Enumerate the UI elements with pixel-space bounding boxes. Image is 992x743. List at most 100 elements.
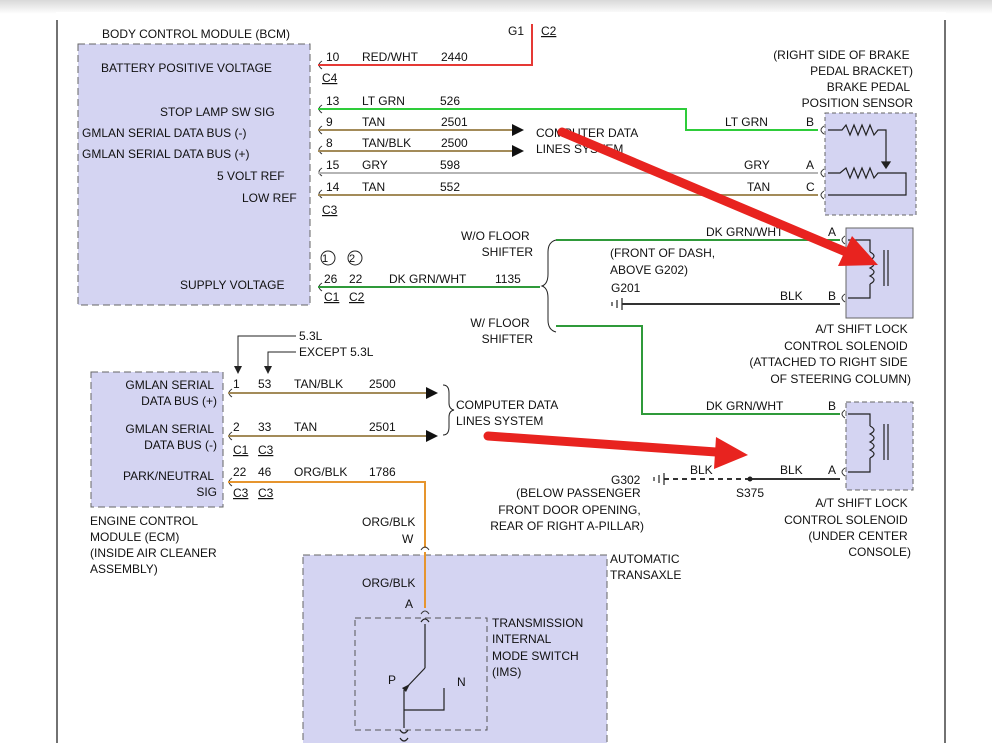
variant-except-5-3l: EXCEPT 5.3L — [299, 345, 374, 359]
upper-solenoid-pin-b: B — [828, 289, 836, 303]
bcm-pin-stop-lamp: STOP LAMP SW SIG — [160, 105, 275, 119]
arrow-ecm-data-minus — [426, 430, 438, 442]
wo-floor-shifter: W/O FLOOR SHIFTER — [461, 229, 533, 259]
brake-sensor-name: BRAKE PEDAL POSITION SENSOR — [802, 80, 914, 110]
lower-solenoid-wire-a: BLK — [780, 463, 803, 477]
brake-sensor-pin-a: A — [806, 158, 814, 172]
ims-position-p: P — [388, 673, 396, 687]
ecm-plus-pin2: 53 — [258, 377, 272, 391]
ecm-plus-circuit: 2500 — [369, 377, 396, 391]
bcm-title: BODY CONTROL MODULE (BCM) — [102, 27, 290, 41]
brake-sensor-wire-b: LT GRN — [725, 115, 768, 129]
wire-8-pin: 8 — [326, 136, 333, 150]
supply-pin-2: 22 — [349, 272, 363, 286]
lower-ground-location: (BELOW PASSENGER FRONT DOOR OPENING, REA… — [490, 486, 644, 533]
ecm-park-conn1: C3 — [233, 486, 249, 500]
wire-org-blk-1786 — [228, 481, 426, 548]
lower-solenoid-pin-a: A — [828, 463, 836, 477]
lower-solenoid-pin-b: B — [828, 399, 836, 413]
wire-9-color: TAN — [362, 115, 385, 129]
ecm-minus-circuit: 2501 — [369, 420, 396, 434]
upper-solenoid-pin-a: A — [828, 225, 836, 239]
ground-top-g1: G1 — [508, 24, 524, 38]
splice-s375: S375 — [736, 486, 764, 500]
wire-10-connector: C4 — [322, 71, 338, 85]
variant-except-leader — [267, 351, 296, 370]
annotation-arrow-lower — [483, 431, 748, 469]
marker-1-circle — [320, 250, 336, 266]
lower-blk-left: BLK — [690, 463, 713, 477]
ecm-minus-pin2: 33 — [258, 420, 272, 434]
brake-sensor-wire-a: GRY — [744, 158, 770, 172]
wire-10-pin: 10 — [326, 50, 340, 64]
wire-15-pin: 15 — [326, 158, 340, 172]
ground-g302: G302 — [611, 473, 641, 487]
splice-s375-dot — [747, 476, 753, 482]
marker-2: 2 — [349, 253, 355, 265]
solenoid-coil-icon-lower — [848, 413, 889, 473]
upper-solenoid-ground-location: (FRONT OF DASH, ABOVE G202) — [610, 246, 718, 277]
wire-13-circuit: 526 — [440, 94, 460, 108]
wire-9-circuit: 2501 — [441, 115, 468, 129]
wire-14-color: TAN — [362, 180, 385, 194]
wire-15-color: GRY — [362, 158, 388, 172]
supply-pin-1: 26 — [324, 272, 338, 286]
bcm-pin-low-ref: LOW REF — [242, 191, 297, 205]
ecm-pin-gmlan-plus: GMLAN SERIAL DATA BUS (+) — [125, 378, 217, 408]
ecm-minus-pin1: 2 — [233, 420, 240, 434]
ground-g201: G201 — [611, 281, 641, 295]
upper-solenoid-wire-a: DK GRN/WHT — [706, 225, 784, 239]
variant-except-arrow — [264, 366, 272, 374]
upper-solenoid-wire-b: BLK — [780, 289, 803, 303]
switch-contact-marker — [402, 684, 410, 692]
shift-lock-solenoid-lower — [845, 401, 914, 491]
wire-10-circuit: 2440 — [441, 50, 468, 64]
transaxle-connectors — [420, 546, 430, 615]
wire-13-pin: 13 — [326, 94, 340, 108]
wire-9-pin: 9 — [326, 115, 333, 129]
supply-conn-2: C2 — [349, 290, 365, 304]
ecm-data-brace — [442, 384, 455, 436]
annotation-arrow-upper — [557, 127, 878, 266]
ground-top-c2: C2 — [541, 24, 557, 38]
w-floor-shifter: W/ FLOOR SHIFTER — [470, 316, 533, 346]
ecm-plus-color: TAN/BLK — [294, 377, 343, 391]
transaxle-wire-inner: ORG/BLK — [362, 576, 415, 590]
transaxle-pin-a: A — [405, 597, 413, 611]
wire-14-circuit: 552 — [440, 180, 460, 194]
ecm-name: ENGINE CONTROL MODULE (ECM) (INSIDE AIR … — [90, 514, 220, 576]
arrow-data-bus-plus — [512, 145, 524, 157]
wire-red-wht-2440 — [318, 24, 533, 66]
wire-13-color: LT GRN — [362, 94, 405, 108]
supply-wire-color: DK GRN/WHT — [389, 272, 467, 286]
ecm-park-color: ORG/BLK — [294, 465, 347, 479]
wire-10-color: RED/WHT — [362, 50, 419, 64]
bcm-pin-5v-ref: 5 VOLT REF — [217, 169, 285, 183]
bcm-pin-gmlan-minus: GMLAN SERIAL DATA BUS (-) — [82, 126, 246, 140]
marker-1: 1 — [322, 253, 328, 265]
ecm-plus-pin1: 1 — [233, 377, 240, 391]
wire-14-pin: 14 — [326, 180, 340, 194]
ims-switch-box — [354, 617, 488, 731]
wire-dk-grn-lower-solenoid — [556, 325, 840, 415]
brake-sensor-pin-c: C — [806, 180, 815, 194]
transaxle-pin-w: W — [402, 532, 414, 546]
supply-conn-1: C1 — [324, 290, 340, 304]
brake-sensor-wire-c: TAN — [747, 180, 770, 194]
ecm-minus-conn1: C1 — [233, 443, 249, 457]
potentiometer-icon — [828, 123, 907, 196]
lower-solenoid-name: A/T SHIFT LOCK CONTROL SOLENOID (UNDER C… — [784, 496, 911, 559]
bcm-module — [77, 43, 311, 306]
wire-15-circuit: 598 — [440, 158, 460, 172]
wire-lt-grn-526 — [318, 108, 818, 131]
bcm-pin-supply: SUPPLY VOLTAGE — [180, 278, 284, 292]
wire-14-connector: C3 — [322, 203, 338, 217]
brake-sensor-connectors — [820, 125, 825, 200]
computer-data-lines-ecm: COMPUTER DATA LINES SYSTEM — [456, 398, 561, 428]
arrow-ecm-data-plus — [426, 387, 438, 399]
lower-solenoid-connectors — [841, 409, 846, 477]
variant-5-3l: 5.3L — [299, 329, 323, 343]
bcm-pin-battery: BATTERY POSITIVE VOLTAGE — [101, 61, 272, 75]
